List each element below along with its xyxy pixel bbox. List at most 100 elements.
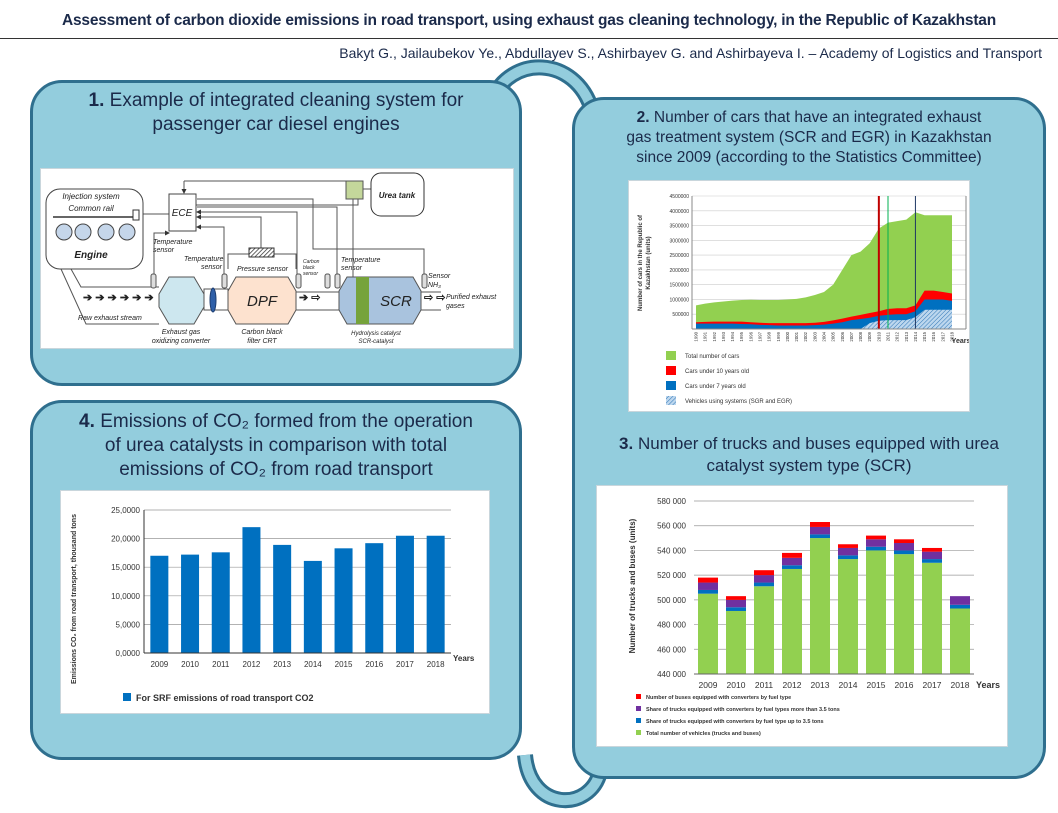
label-filter: Carbon black xyxy=(241,329,283,336)
x-tick-label: 2001 xyxy=(794,331,799,341)
y-tick-label: 520 000 xyxy=(657,571,686,580)
bar-segment xyxy=(698,593,718,674)
x-tick-label: 1997 xyxy=(758,331,763,341)
x-tick-label: 1996 xyxy=(748,331,753,341)
cylinder-icon xyxy=(74,223,92,241)
legend-label: Share of trucks equipped with converters… xyxy=(646,719,824,725)
bar-segment xyxy=(950,596,970,605)
x-tick-label: 1998 xyxy=(767,331,772,341)
cylinder-icon xyxy=(118,223,136,241)
x-tick-label: 2003 xyxy=(812,331,817,341)
legend-label: Number of buses equipped with converters… xyxy=(646,695,791,701)
label-hydrolysis: Hydrolysis catalyst xyxy=(351,331,401,337)
bar-segment xyxy=(810,534,830,539)
x-tick-label: 2012 xyxy=(783,680,802,690)
y-axis-title: Number of trucks and buses (units) xyxy=(628,518,637,653)
x-tick-label: 1995 xyxy=(739,331,744,341)
legend-label: Cars under 7 years old xyxy=(685,384,746,390)
bar-segment xyxy=(838,555,858,560)
bar-segment xyxy=(782,565,802,569)
ring-icon xyxy=(209,287,217,313)
y-axis-title: Number of cars in the Republic of xyxy=(638,214,644,311)
bar xyxy=(273,544,292,653)
x-tick-label: 1993 xyxy=(721,331,726,341)
y-tick-label: 0,0000 xyxy=(116,649,141,658)
bar-segment xyxy=(726,599,746,608)
panel-title: of urea catalysts in comparison with tot… xyxy=(104,435,448,456)
bar-segment xyxy=(866,550,886,674)
y-tick-label: 3000000 xyxy=(670,238,690,244)
x-axis-title: Years xyxy=(952,338,969,345)
poster-title: Assessment of carbon dioxide emissions i… xyxy=(62,12,996,29)
panel-title: Number of trucks and buses equipped with… xyxy=(637,434,999,453)
y-tick-label: 460 000 xyxy=(657,645,686,654)
bar-segment xyxy=(810,522,830,527)
x-tick-label: 2006 xyxy=(840,331,845,341)
label-carbon-sensor: black xyxy=(303,265,315,271)
bar-segment xyxy=(754,570,774,576)
x-tick-label: 2013 xyxy=(904,331,909,341)
y-tick-label: 500000 xyxy=(672,312,689,318)
label-temp-sensor: sensor xyxy=(341,265,363,272)
cleaning-system-diagram: Injection system Common rail Engine ECE … xyxy=(40,168,514,349)
x-tick-label: 2015 xyxy=(922,331,927,341)
cylinder-icon xyxy=(55,223,73,241)
bar-segment xyxy=(810,526,830,535)
panel-title: Emissions of CO₂ formed from the operati… xyxy=(100,411,473,432)
label-oxidizing: Exhaust gas xyxy=(162,329,201,336)
sensor-icon xyxy=(324,273,331,289)
bar-segment xyxy=(754,575,774,583)
legend-label: Total number of cars xyxy=(685,354,739,360)
label-pressure-sensor: Pressure sensor xyxy=(237,266,289,273)
legend-label: Total number of vehicles (trucks and bus… xyxy=(646,731,761,737)
x-tick-label: 2012 xyxy=(243,660,261,669)
y-tick-label: 580 000 xyxy=(657,497,686,506)
bar xyxy=(150,555,169,653)
exhaust-arrows: ➔ ➔ ➔ ➔ ➔ ➔ ➔ ⇨ ⇨ ⇨ xyxy=(83,292,446,304)
y-tick-label: 4000000 xyxy=(670,209,690,215)
x-tick-label: 1994 xyxy=(730,331,735,341)
x-tick-label: 2005 xyxy=(831,331,836,341)
x-tick-label: 2011 xyxy=(886,331,891,341)
label-ece: ECE xyxy=(172,208,193,219)
sensor-icon xyxy=(295,273,302,289)
bar xyxy=(334,548,353,653)
pressure-sensor xyxy=(248,247,275,258)
y-tick-label: 2000000 xyxy=(670,268,690,274)
bar-segment xyxy=(866,535,886,540)
authors: Bakyt G., Jailaubekov Ye., Abdullayev S.… xyxy=(339,45,1042,61)
x-tick-label: 1990 xyxy=(694,331,699,341)
bar-segment xyxy=(726,607,746,611)
urea-tank xyxy=(370,172,425,217)
x-tick-label: 2000 xyxy=(785,331,790,341)
panel-number: 4. xyxy=(79,411,95,432)
label-hydrolysis: SCR-catalyst xyxy=(358,339,393,345)
y-tick-label: 1000000 xyxy=(670,297,690,303)
bar-segment xyxy=(866,546,886,551)
legend-swatch xyxy=(636,706,641,711)
bar-segment xyxy=(922,547,942,552)
bar-segment xyxy=(782,557,802,566)
bar-segment xyxy=(782,568,802,674)
y-tick-label: 1500000 xyxy=(670,283,690,289)
svg-text:⇨ ⇨: ⇨ ⇨ xyxy=(424,292,446,304)
x-tick-label: 2015 xyxy=(867,680,886,690)
bar-segment xyxy=(810,538,830,674)
y-tick-label: 20,0000 xyxy=(111,535,140,544)
legend-label: Vehicles using systems (SGR and EGR) xyxy=(685,399,792,405)
label-carbon-sensor: Carbon xyxy=(303,259,320,265)
x-tick-label: 2018 xyxy=(951,680,970,690)
bar-segment xyxy=(838,547,858,556)
label-urea-tank: Urea tank xyxy=(379,191,416,200)
urea-pump xyxy=(345,180,364,200)
sensor-icon xyxy=(334,273,341,289)
label-raw-stream: Raw exhaust stream xyxy=(78,315,142,322)
legend-swatch xyxy=(666,396,676,405)
bar-segment xyxy=(698,577,718,583)
x-tick-label: 2010 xyxy=(181,660,199,669)
x-tick-label: 2002 xyxy=(803,331,808,341)
x-tick-label: 2014 xyxy=(839,680,858,690)
bar-segment xyxy=(950,608,970,674)
x-tick-label: 2016 xyxy=(931,331,936,341)
